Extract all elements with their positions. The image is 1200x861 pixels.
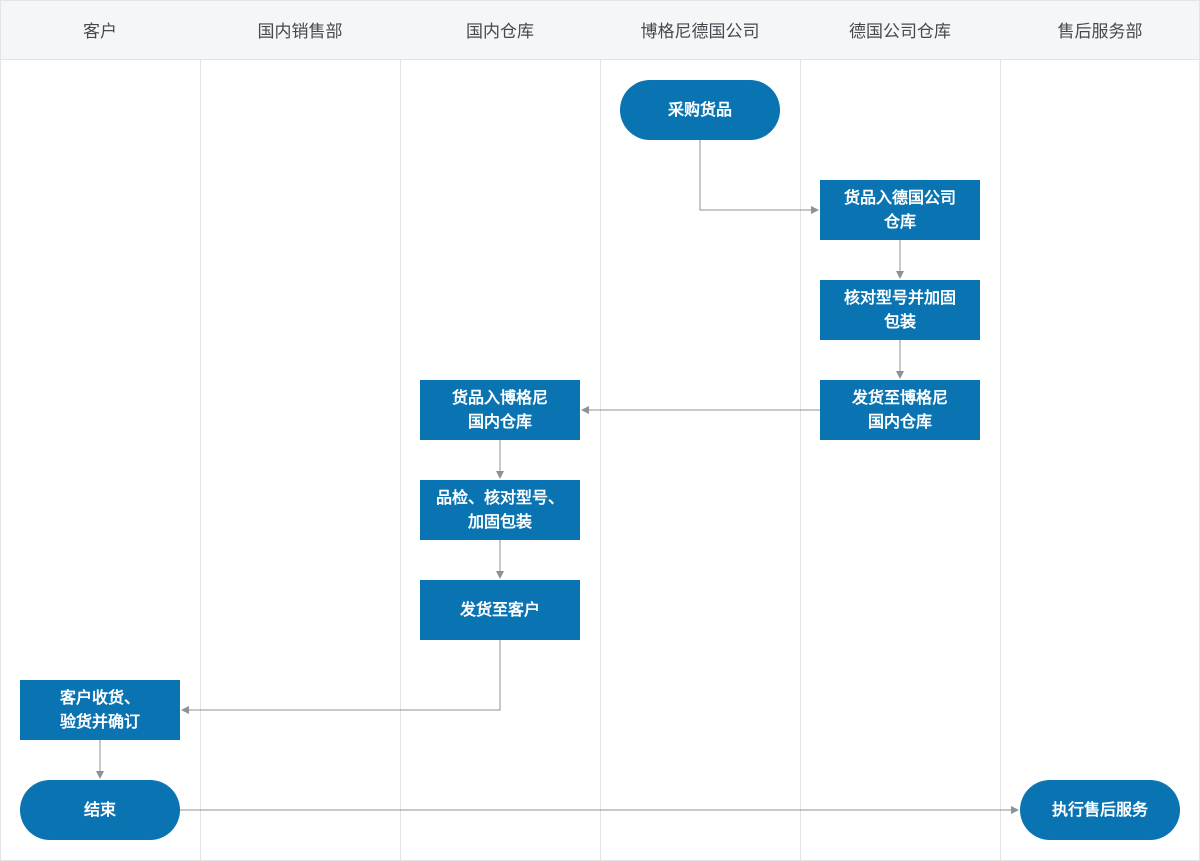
connector-purchase-to-de-inbound [699,140,819,214]
lane-divider [400,0,401,861]
lane-header-germany-warehouse: 德国公司仓库 [800,0,1000,60]
node-germany-check-and-pack: 核对型号并加固 包装 [820,280,980,340]
node-purchase-goods: 采购货品 [620,80,780,140]
lane-header-germany-company: 博格尼德国公司 [600,0,800,60]
lane-header-domestic-sales: 国内销售部 [200,0,400,60]
node-customer-receive-confirm: 客户收货、 验货并确订 [20,680,180,740]
lane-divider [200,0,201,861]
node-ship-to-customer: 发货至客户 [420,580,580,640]
connector-cn-ship-to-customer-receive [181,640,501,714]
lane-header-customer: 客户 [0,0,200,60]
lane-header-domestic-warehouse: 国内仓库 [400,0,600,60]
node-domestic-warehouse-inbound: 货品入博格尼 国内仓库 [420,380,580,440]
node-ship-to-domestic-warehouse: 发货至博格尼 国内仓库 [820,380,980,440]
lane-divider [800,0,801,861]
node-domestic-inspect-and-pack: 品检、核对型号、 加固包装 [420,480,580,540]
node-germany-warehouse-inbound: 货品入德国公司 仓库 [820,180,980,240]
lane-divider [1000,0,1001,861]
node-end: 结束 [20,780,180,840]
node-after-sales-service: 执行售后服务 [1020,780,1180,840]
lane-divider [600,0,601,861]
lane-header-after-sales: 售后服务部 [1000,0,1200,60]
